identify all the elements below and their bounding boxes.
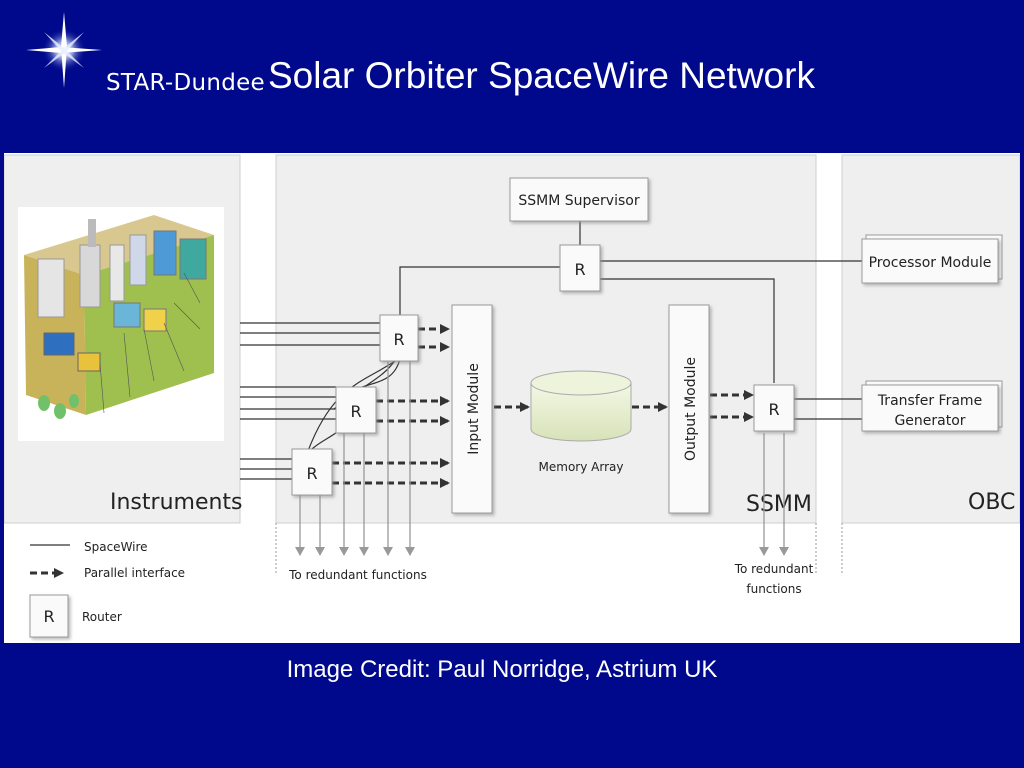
transfer-frame-generator-box: Transfer Frame Generator bbox=[861, 380, 1003, 432]
star-dundee-logo: STAR-Dundee bbox=[22, 10, 266, 100]
legend: SpaceWire Parallel interface R Router bbox=[29, 540, 185, 638]
svg-text:Output Module: Output Module bbox=[683, 357, 699, 461]
svg-text:R: R bbox=[43, 607, 54, 626]
star-icon bbox=[26, 12, 102, 88]
ssmm-label: SSMM bbox=[746, 492, 812, 517]
obc-label: OBC bbox=[968, 490, 1015, 515]
memory-array-cylinder: Memory Array bbox=[530, 370, 632, 474]
svg-text:Generator: Generator bbox=[894, 413, 965, 429]
redundant-note-right-line1: To redundant bbox=[734, 562, 814, 576]
svg-text:R: R bbox=[393, 330, 404, 349]
svg-text:R: R bbox=[306, 464, 317, 483]
redundant-note-left: To redundant functions bbox=[288, 568, 427, 582]
router-input-1: R bbox=[379, 314, 419, 362]
output-module-box: Output Module bbox=[668, 304, 710, 514]
instruments-label: Instruments bbox=[110, 490, 243, 515]
legend-router-symbol bbox=[29, 594, 69, 638]
svg-text:Processor Module: Processor Module bbox=[869, 255, 992, 271]
input-module-box: Input Module bbox=[451, 304, 493, 514]
ssmm-supervisor-box: SSMM Supervisor bbox=[509, 177, 649, 222]
router-output: R bbox=[753, 384, 795, 432]
legend-router-label: Router bbox=[82, 610, 122, 624]
spacecraft-instruments-illustration bbox=[18, 207, 224, 441]
image-credit: Image Credit: Paul Norridge, Astrium UK bbox=[286, 656, 718, 683]
svg-text:R: R bbox=[574, 260, 585, 279]
slide-title: Solar Orbiter SpaceWire Network bbox=[268, 55, 815, 96]
svg-text:R: R bbox=[768, 400, 779, 419]
legend-spacewire-label: SpaceWire bbox=[84, 540, 148, 554]
svg-text:SSMM Supervisor: SSMM Supervisor bbox=[518, 193, 639, 209]
svg-text:R: R bbox=[350, 402, 361, 421]
legend-parallel-label: Parallel interface bbox=[84, 566, 185, 580]
processor-module-box: Processor Module bbox=[861, 234, 1003, 284]
panel-dividers bbox=[275, 523, 843, 573]
svg-text:Transfer Frame: Transfer Frame bbox=[877, 393, 982, 409]
spacewire-links bbox=[240, 221, 862, 480]
svg-text:Input Module: Input Module bbox=[466, 363, 482, 455]
router-supervisor: R bbox=[559, 244, 601, 292]
redundant-note-right-line2: functions bbox=[746, 582, 801, 596]
redundant-arrows bbox=[295, 361, 789, 556]
network-diagram: Instruments SSMM OBC bbox=[3, 153, 1021, 643]
logo-text: STAR-Dundee bbox=[106, 70, 266, 96]
memory-array-label: Memory Array bbox=[539, 460, 624, 474]
router-input-3: R bbox=[291, 448, 333, 496]
router-input-2: R bbox=[335, 386, 377, 434]
obc-panel: OBC bbox=[841, 154, 1021, 524]
